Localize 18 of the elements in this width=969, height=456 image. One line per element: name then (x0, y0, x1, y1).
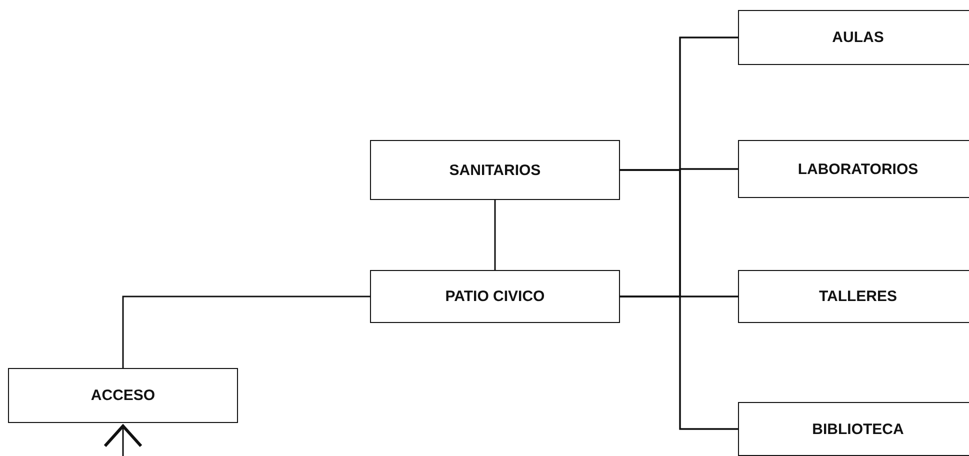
room-label: TALLERES (818, 288, 898, 305)
connector-line (620, 296, 738, 430)
room-label: BIBLIOTECA (812, 420, 904, 438)
room-box (370, 140, 620, 200)
room-label: AULAS (832, 29, 884, 46)
room-box (738, 270, 969, 323)
room-label: SANITARIOS (449, 162, 541, 178)
connector-line (494, 200, 496, 270)
arrow (104, 424, 142, 456)
room-box (370, 270, 620, 323)
room-box (738, 10, 969, 65)
room-label: PATIO CIVICO (445, 288, 545, 305)
room-box (8, 368, 238, 423)
room-label: ACCESO (90, 387, 156, 404)
room-label: LABORATORIOS (798, 160, 918, 178)
room-box (738, 140, 969, 198)
room-box (738, 402, 969, 456)
connector-line (122, 296, 370, 368)
